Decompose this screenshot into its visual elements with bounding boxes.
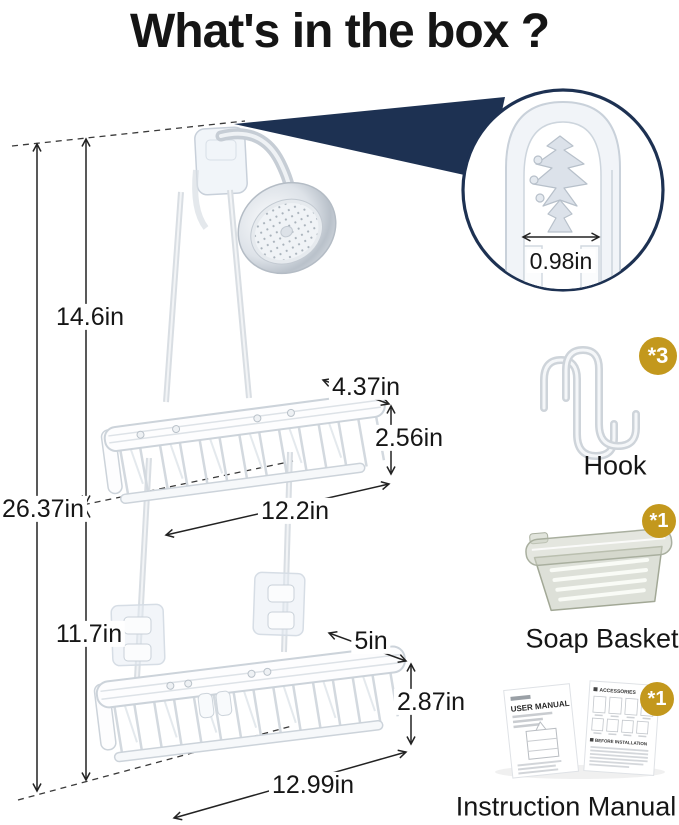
caddy-upper-rails: [163, 189, 252, 403]
adhesive-pads: [110, 571, 306, 667]
soap-basket-art: [525, 527, 673, 612]
manual-right-header: ACCESSORIES: [599, 687, 636, 696]
screws: [136, 408, 295, 439]
callout-wedge: [234, 97, 505, 180]
dim-top-shelf-width: 12.2in: [257, 498, 333, 524]
soap-qty-badge: *1: [642, 504, 676, 538]
dim-lower-height: 11.7in: [52, 621, 126, 647]
instruction-manual-art: USER MANUAL ACCESSORIES: [495, 680, 665, 779]
manual-qty-badge: *1: [640, 682, 674, 716]
dim-bottom-shelf-height: 2.87in: [393, 689, 469, 715]
dim-bottom-shelf-width: 12.99in: [268, 772, 358, 798]
page-title: What's in the box ?: [129, 5, 550, 58]
dim-top-shelf-depth: 4.37in: [328, 374, 404, 400]
dim-bottom-shelf-depth: 5in: [351, 628, 391, 654]
manual-right-subheader: BEFORE INSTALLATION: [595, 738, 648, 747]
shower-head: [237, 181, 337, 275]
dim-total-height: 26.37in: [0, 496, 88, 522]
soap-basket-label: Soap Basket: [525, 623, 679, 654]
hooks-art: [540, 345, 640, 461]
dimension-lines: [32, 137, 416, 821]
dim-hook-width: 0.98in: [526, 249, 596, 273]
screws: [166, 667, 272, 690]
caddy-top-hanger: [192, 126, 248, 230]
upper-basket: [100, 392, 386, 505]
dim-top-shelf-height: 2.56in: [371, 425, 447, 451]
dim-upper-height: 14.6in: [52, 304, 128, 330]
hook-qty-badge: *3: [639, 337, 677, 375]
hook-cross-section: [505, 100, 621, 289]
instruction-manual-label: Instruction Manual: [455, 791, 677, 822]
hook-label: Hook: [583, 450, 647, 481]
grip-teeth: [529, 135, 588, 233]
